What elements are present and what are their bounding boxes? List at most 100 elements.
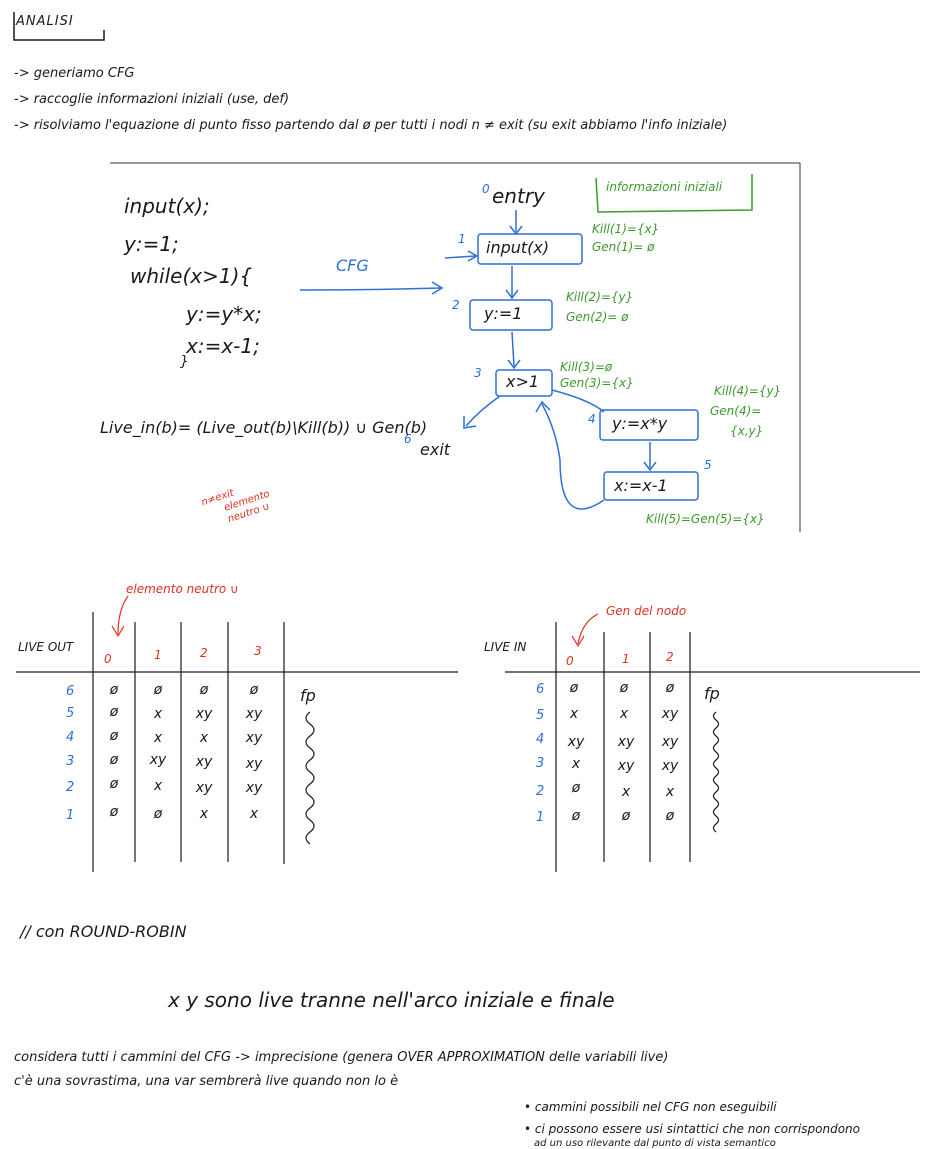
node-3-label: x>1 <box>506 372 540 391</box>
live-out-row-4-c0: ø <box>109 728 119 744</box>
live-out-row-5-c0: ø <box>109 704 119 720</box>
round-robin-note: // con ROUND-ROBIN <box>20 922 187 941</box>
cfg-arrow-label: CFG <box>336 256 369 275</box>
live-in-row-6-c2: ø <box>665 680 675 696</box>
live-out-iter-1: 1 <box>154 648 162 662</box>
node-2-number: 2 <box>452 298 460 312</box>
step-1: -> generiamo CFG <box>14 66 135 81</box>
live-in-fixpoint: fp <box>704 684 720 703</box>
live-in-row-1-c0: ø <box>571 808 581 824</box>
live-in-row-4-node: 4 <box>536 732 545 747</box>
live-out-row-6-c0: ø <box>109 682 119 698</box>
live-in-iter-2: 2 <box>666 650 674 664</box>
live-out-row-1-node: 1 <box>66 808 75 823</box>
node-5-number: 5 <box>704 458 712 472</box>
live-out-label: LIVE OUT <box>18 640 74 654</box>
liveness-equation: Live_in(b)= (Live_out(b)\Kill(b)) ∪ Gen(… <box>100 418 428 437</box>
node-1-label: input(x) <box>486 238 550 257</box>
node-5-label: x:=x-1 <box>614 476 668 495</box>
live-out-row-2-c1: x <box>153 778 163 794</box>
code-line-6: } <box>180 354 189 370</box>
live-out-row-6-c2: ø <box>199 682 209 698</box>
live-in-row-3-c2: xy <box>661 758 679 774</box>
live-out-row-3-c1: xy <box>149 752 167 768</box>
live-out-row-5-c2: xy <box>195 706 213 722</box>
live-out-row-2-c3: xy <box>245 780 263 796</box>
info-title: informazioni iniziali <box>606 180 723 194</box>
live-in-iter-1: 1 <box>622 652 630 666</box>
exit-number: 6 <box>404 432 412 446</box>
live-out-row-5-c1: x <box>153 706 163 722</box>
consider-note: considera tutti i cammini del CFG -> imp… <box>14 1050 669 1065</box>
live-in-row-1-c2: ø <box>665 808 675 824</box>
live-out-row-3-c3: xy <box>245 756 263 772</box>
live-in-row-6-c0: ø <box>569 680 579 696</box>
node-3-number: 3 <box>474 366 482 380</box>
info-gen-1: Gen(1)= ø <box>592 240 655 254</box>
live-in-row-2-c2: x <box>665 784 675 800</box>
live-in-row-1-c1: ø <box>621 808 631 824</box>
live-out-iter-0: 0 <box>104 652 112 666</box>
live-in-row-4-c0: xy <box>567 734 585 750</box>
info-gen-4: Gen(4)= <box>710 404 762 418</box>
node-4-label: y:=x*y <box>612 414 668 433</box>
live-in-row-2-node: 2 <box>536 784 545 799</box>
live-out-row-6-c1: ø <box>153 682 163 698</box>
live-in-annotation: Gen del nodo <box>606 604 687 618</box>
conclusion-note: x y sono live tranne nell'arco iniziale … <box>168 988 615 1012</box>
entry-number: 0 <box>482 182 490 196</box>
live-out-row-6-node: 6 <box>66 684 75 699</box>
live-out-row-1-c0: ø <box>109 804 119 820</box>
live-out-iter-2: 2 <box>200 646 208 660</box>
live-in-row-3-node: 3 <box>536 756 545 771</box>
live-out-row-1-c3: x <box>249 806 259 822</box>
live-in-row-5-c1: x <box>619 706 629 722</box>
live-in-label: LIVE IN <box>484 640 527 654</box>
bullet-1: • cammini possibili nel CFG non eseguibi… <box>524 1100 777 1114</box>
code-line-4: y:=y*x; <box>186 302 262 326</box>
live-in-row-4-c2: xy <box>661 734 679 750</box>
live-out-row-2-node: 2 <box>66 780 75 795</box>
live-in-row-5-node: 5 <box>536 708 545 723</box>
info-gen-3: Gen(3)={x} <box>560 376 634 390</box>
info-kill-1: Kill(1)={x} <box>592 222 660 236</box>
live-in-row-3-c0: x <box>571 756 581 772</box>
live-out-row-4-c2: x <box>199 730 209 746</box>
live-out-row-3-c0: ø <box>109 752 119 768</box>
live-out-fixpoint: fp <box>300 686 316 705</box>
live-out-row-3-node: 3 <box>66 754 75 769</box>
live-in-row-6-node: 6 <box>536 682 545 697</box>
live-out-row-1-c1: ø <box>153 806 163 822</box>
info-kill-gen-5: Kill(5)=Gen(5)={x} <box>646 512 765 526</box>
step-2: -> raccoglie informazioni iniziali (use,… <box>14 92 290 107</box>
live-in-row-2-c0: ø <box>571 780 581 796</box>
live-out-iter-3: 3 <box>254 644 262 658</box>
live-in-iter-0: 0 <box>566 654 574 668</box>
live-out-row-1-c2: x <box>199 806 209 822</box>
live-out-row-4-node: 4 <box>66 730 75 745</box>
live-in-row-5-c2: xy <box>661 706 679 722</box>
live-out-row-4-c3: xy <box>245 730 263 746</box>
live-in-row-1-node: 1 <box>536 810 545 825</box>
live-in-row-6-c1: ø <box>619 680 629 696</box>
code-line-3: while(x>1){ <box>130 264 253 288</box>
info-kill-4: Kill(4)={y} <box>714 384 782 398</box>
code-line-2: y:=1; <box>124 232 179 256</box>
overestimate-note: c'è una sovrastima, una var sembrerà liv… <box>14 1074 399 1089</box>
live-out-row-3-c2: xy <box>195 754 213 770</box>
step-3: -> risolviamo l'equazione di punto fisso… <box>14 118 728 133</box>
live-in-row-5-c0: x <box>569 706 579 722</box>
live-in-row-2-c1: x <box>621 784 631 800</box>
live-out-row-5-node: 5 <box>66 706 75 721</box>
code-line-5: x:=x-1; <box>186 334 260 358</box>
live-out-row-5-c3: xy <box>245 706 263 722</box>
node-1-number: 1 <box>458 232 466 246</box>
live-out-annotation: elemento neutro ∪ <box>126 582 239 596</box>
info-gen-4-value: {x,y} <box>730 424 764 438</box>
code-line-1: input(x); <box>124 194 210 218</box>
info-gen-2: Gen(2)= ø <box>566 310 629 324</box>
bullet-2: • ci possono essere usi sintattici che n… <box>524 1122 860 1136</box>
